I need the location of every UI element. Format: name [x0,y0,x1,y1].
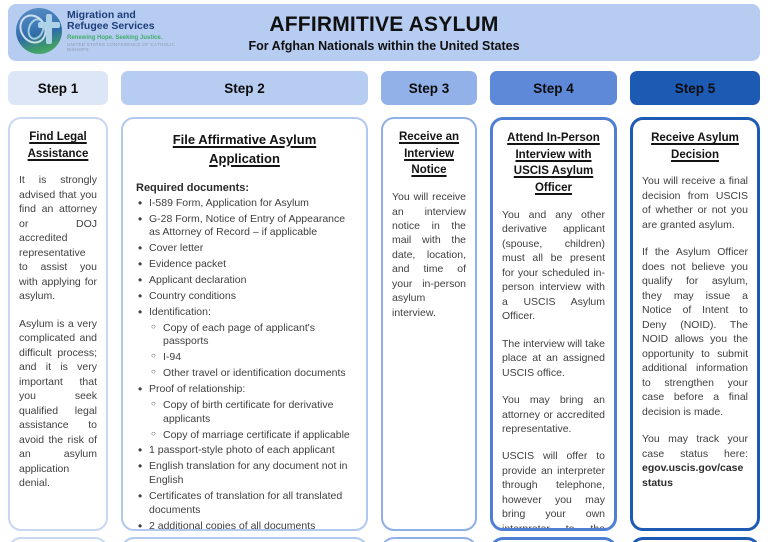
next-card-top [121,537,368,542]
step-1-paragraph: Asylum is a very complicated and difficu… [19,317,97,490]
logo: Migration and Refugee Services Renewing … [16,8,179,54]
required-documents-heading: Required documents: [136,181,250,194]
step-4-paragraph: USCIS will offer to provide an interpret… [502,450,605,531]
required-documents-list: I-589 Form, Application for AsylumG-28 F… [136,196,353,529]
next-card-top [630,537,760,542]
step-header-row: Step 1 Step 2 Step 3 Step 4 Step 5 [8,71,760,105]
next-card-top [381,537,477,542]
step-4-label: Step 4 [490,71,617,105]
step-4-paragraph: You may bring an attorney or accredited … [502,394,605,435]
step-4-paragraph: You and any other derivative applicant (… [502,208,605,323]
step-3-card: Receive an Interview Notice You will rec… [381,117,477,531]
document-item: Proof of relationship: [136,382,353,398]
document-item: Cover letter [136,241,353,257]
step-4-title: Attend In-Person Interview with USCIS As… [507,132,600,195]
document-subitem: Other travel or identification documents [150,367,353,381]
logo-tagline: Renewing Hope. Seeking Justice. [67,34,163,41]
document-item: Identification: [136,305,353,321]
step-5-paragraph: You may track your case status here: ego… [642,432,748,490]
document-sublist: Copy of each page of applicant's passpor… [150,322,353,381]
document-item: Evidence packet [136,257,353,273]
next-card-top [490,537,617,542]
document-item: Certificates of translation for all tran… [136,489,353,518]
step-5-label: Step 5 [630,71,760,105]
next-card-top [8,537,108,542]
document-subitem: Copy of birth certificate for derivative… [150,399,353,427]
header-band: Migration and Refugee Services Renewing … [8,4,760,61]
document-item: 2 additional copies of all documents [136,519,353,529]
step-5-card: Receive Asylum Decision You will receive… [630,117,760,531]
step-1-title: Find Legal Assistance [27,131,89,160]
step-4-card: Attend In-Person Interview with USCIS As… [490,117,617,531]
globe-cross-icon [16,8,62,54]
case-status-text: You may track your case status here: [642,433,748,460]
document-item: English translation for any document not… [136,459,353,488]
document-item: Country conditions [136,289,353,305]
document-subitem: Copy of marriage certificate if applicab… [150,429,353,443]
document-item: G-28 Form, Notice of Entry of Appearance… [136,212,353,241]
case-status-url: egov.uscis.gov/casestatus [642,462,744,489]
step-2-title: File Affirmative Asylum Application [172,132,317,166]
document-sublist: Copy of birth certificate for derivative… [150,399,353,443]
step-5-paragraph: If the Asylum Officer does not believe y… [642,246,748,418]
step-3-paragraph: You will receive an interview notice in … [392,191,466,319]
step-cards-row: Find Legal Assistance It is strongly adv… [8,117,760,531]
next-row-card-tops [8,537,760,542]
document-item: I-589 Form, Application for Asylum [136,196,353,212]
step-3-label: Step 3 [381,71,477,105]
document-subitem: I-94 [150,351,353,365]
step-2-card: File Affirmative Asylum Application Requ… [121,117,368,531]
logo-parent-org: UNITED STATES CONFERENCE OF CATHOLIC BIS… [67,42,176,53]
step-3-title: Receive an Interview Notice [398,131,460,177]
step-4-paragraph: The interview will take place at an assi… [502,337,605,379]
step-5-title: Receive Asylum Decision [651,132,739,161]
step-5-paragraph: You will receive a final decision from U… [642,175,748,231]
step-1-paragraph: It is strongly advised that you find an … [19,174,97,303]
step-2-label: Step 2 [121,71,368,105]
document-item: Applicant declaration [136,273,353,289]
document-subitem: Copy of each page of applicant's passpor… [150,322,353,350]
step-1-card: Find Legal Assistance It is strongly adv… [8,117,108,531]
document-item: 1 passport-style photo of each applicant [136,443,353,459]
logo-org-name: Migration and Refugee Services [67,8,155,33]
page-title: AFFIRMITIVE ASYLUM [269,12,499,36]
step-1-label: Step 1 [8,71,108,105]
page-subtitle: For Afghan Nationals within the United S… [248,38,520,53]
